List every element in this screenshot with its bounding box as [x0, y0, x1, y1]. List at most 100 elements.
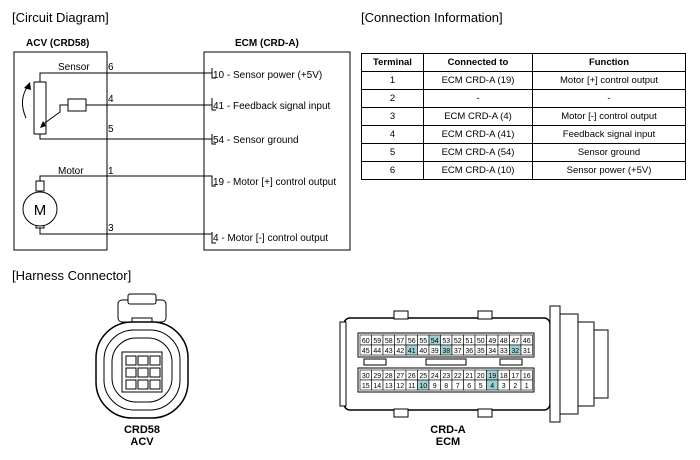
ecm-pin-cell — [520, 344, 533, 356]
ecm-pin-number: 54 — [431, 338, 439, 345]
crd-a-caption-line2: ECM — [435, 436, 461, 448]
acv-pin-5: 5 — [108, 124, 114, 135]
ecm-pin-number: 47 — [511, 338, 519, 345]
ecm-pin-number: 15 — [362, 383, 370, 390]
ecm-pin-number: 35 — [477, 348, 485, 355]
ecm-pin-number: 45 — [362, 348, 370, 355]
harness-connector-heading: [Harness Connector] — [12, 268, 132, 283]
ecm-pin-number: 27 — [396, 373, 404, 380]
ecm-title: ECM (CRD-A) — [235, 38, 299, 49]
ecm-pin-number: 59 — [373, 338, 381, 345]
ecm-pin-19: 19 - Motor [+] control output — [213, 177, 336, 188]
ecm-pin-number: 25 — [419, 373, 427, 380]
ecm-pin-number: 21 — [465, 373, 473, 380]
ecm-box — [203, 51, 351, 251]
crd-a-caption: CRD-A ECM — [416, 424, 480, 448]
acv-title: ACV (CRD58) — [26, 38, 89, 49]
ecm-pin-number: 5 — [479, 383, 483, 390]
ecm-pin-number: 60 — [362, 338, 370, 345]
motor-icon — [22, 191, 58, 227]
ecm-pin-number: 13 — [385, 383, 393, 390]
ecm-pin-number: 31 — [523, 348, 531, 355]
ecm-pin-number: 1 — [525, 383, 529, 390]
col-terminal: Terminal — [361, 53, 424, 72]
ecm-pin-number: 16 — [523, 373, 531, 380]
ecm-pin-number: 26 — [408, 373, 416, 380]
ecm-pin-number: 50 — [477, 338, 485, 345]
ecm-pin-number: 53 — [442, 338, 450, 345]
motor-label: Motor — [58, 166, 84, 177]
ecm-pin-10: 10 - Sensor power (+5V) — [213, 70, 322, 81]
ecm-pin-number: 56 — [408, 338, 416, 345]
crd58-caption-line2: ACV — [130, 436, 154, 448]
ecm-pin-number: 23 — [442, 373, 450, 380]
ecm-pin-number: 24 — [431, 373, 439, 380]
ecm-pin-number: 11 — [408, 383, 415, 390]
ecm-pin-number: 44 — [373, 348, 381, 355]
ecm-pin-number: 48 — [500, 338, 508, 345]
acv-pin-3: 3 — [108, 223, 114, 234]
ecm-pin-number: 2 — [513, 383, 517, 390]
acv-pin-1: 1 — [108, 166, 114, 177]
ecm-pin-number: 49 — [488, 338, 496, 345]
ecm-pin-number: 38 — [442, 348, 450, 355]
ecm-pin-number: 58 — [385, 338, 393, 345]
ecm-pin-number: 52 — [454, 338, 462, 345]
ecm-pin-number: 46 — [523, 338, 531, 345]
motor-symbol: M — [34, 202, 47, 219]
ecm-pin-number: 10 — [419, 383, 427, 390]
ecm-pin-number: 57 — [396, 338, 404, 345]
ecm-pin-number: 17 — [511, 373, 519, 380]
ecm-pin-number: 32 — [511, 348, 519, 355]
ecm-pin-54: 54 - Sensor ground — [213, 135, 299, 146]
ecm-pin-41: 41 - Feedback signal input — [213, 101, 331, 112]
col-connected-to: Connected to — [423, 53, 533, 72]
crd58-caption: CRD58 ACV — [110, 424, 174, 448]
wiper-arrow — [41, 104, 68, 126]
crd-a-caption-line1: CRD-A — [430, 424, 466, 436]
connection-info-heading: [Connection Information] — [361, 10, 503, 25]
circuit-diagram-heading: [Circuit Diagram] — [12, 10, 109, 25]
ecm-pin-number: 39 — [431, 348, 439, 355]
ecm-pin-number: 29 — [373, 373, 381, 380]
ecm-pin-number: 7 — [456, 383, 460, 390]
ecm-pin-number: 9 — [433, 383, 437, 390]
ecm-pin-number: 3 — [502, 383, 506, 390]
acv-box — [13, 51, 108, 251]
ecm-pin-number: 42 — [396, 348, 404, 355]
ecm-pin-number: 41 — [408, 348, 416, 355]
ecm-pin-number: 18 — [500, 373, 508, 380]
ecm-pin-number: 33 — [500, 348, 508, 355]
wires — [39, 72, 213, 241]
ecm-pin-number: 51 — [465, 338, 473, 345]
table-row: 2-- — [361, 89, 686, 108]
sensor-label: Sensor — [58, 62, 90, 73]
ecm-pin-cell — [520, 379, 533, 391]
ecm-pin-number: 28 — [385, 373, 393, 380]
ecm-pin-number: 19 — [488, 373, 496, 380]
rotation-arrow-icon — [22, 85, 29, 119]
acv-pin-4: 4 — [108, 94, 114, 105]
acv-pin-6: 6 — [108, 62, 114, 73]
resistor-symbol — [67, 98, 87, 112]
ecm-pin-number: 8 — [444, 383, 448, 390]
crd58-connector — [95, 293, 189, 419]
ecm-pin-number: 55 — [419, 338, 427, 345]
ecm-pin-number: 4 — [490, 383, 494, 390]
col-function: Function — [532, 53, 686, 72]
ecm-pin-number: 14 — [373, 383, 381, 390]
ecm-pin-number: 40 — [419, 348, 427, 355]
ecm-pin-number: 30 — [362, 373, 370, 380]
ecm-pin-number: 12 — [396, 383, 404, 390]
ecm-pin-4: 4 - Motor [-] control output — [213, 233, 328, 244]
ecm-pin-number: 22 — [454, 373, 462, 380]
ecm-pin-number: 6 — [467, 383, 471, 390]
ecm-pin-number: 34 — [488, 348, 496, 355]
ecm-pin-number: 37 — [454, 348, 462, 355]
